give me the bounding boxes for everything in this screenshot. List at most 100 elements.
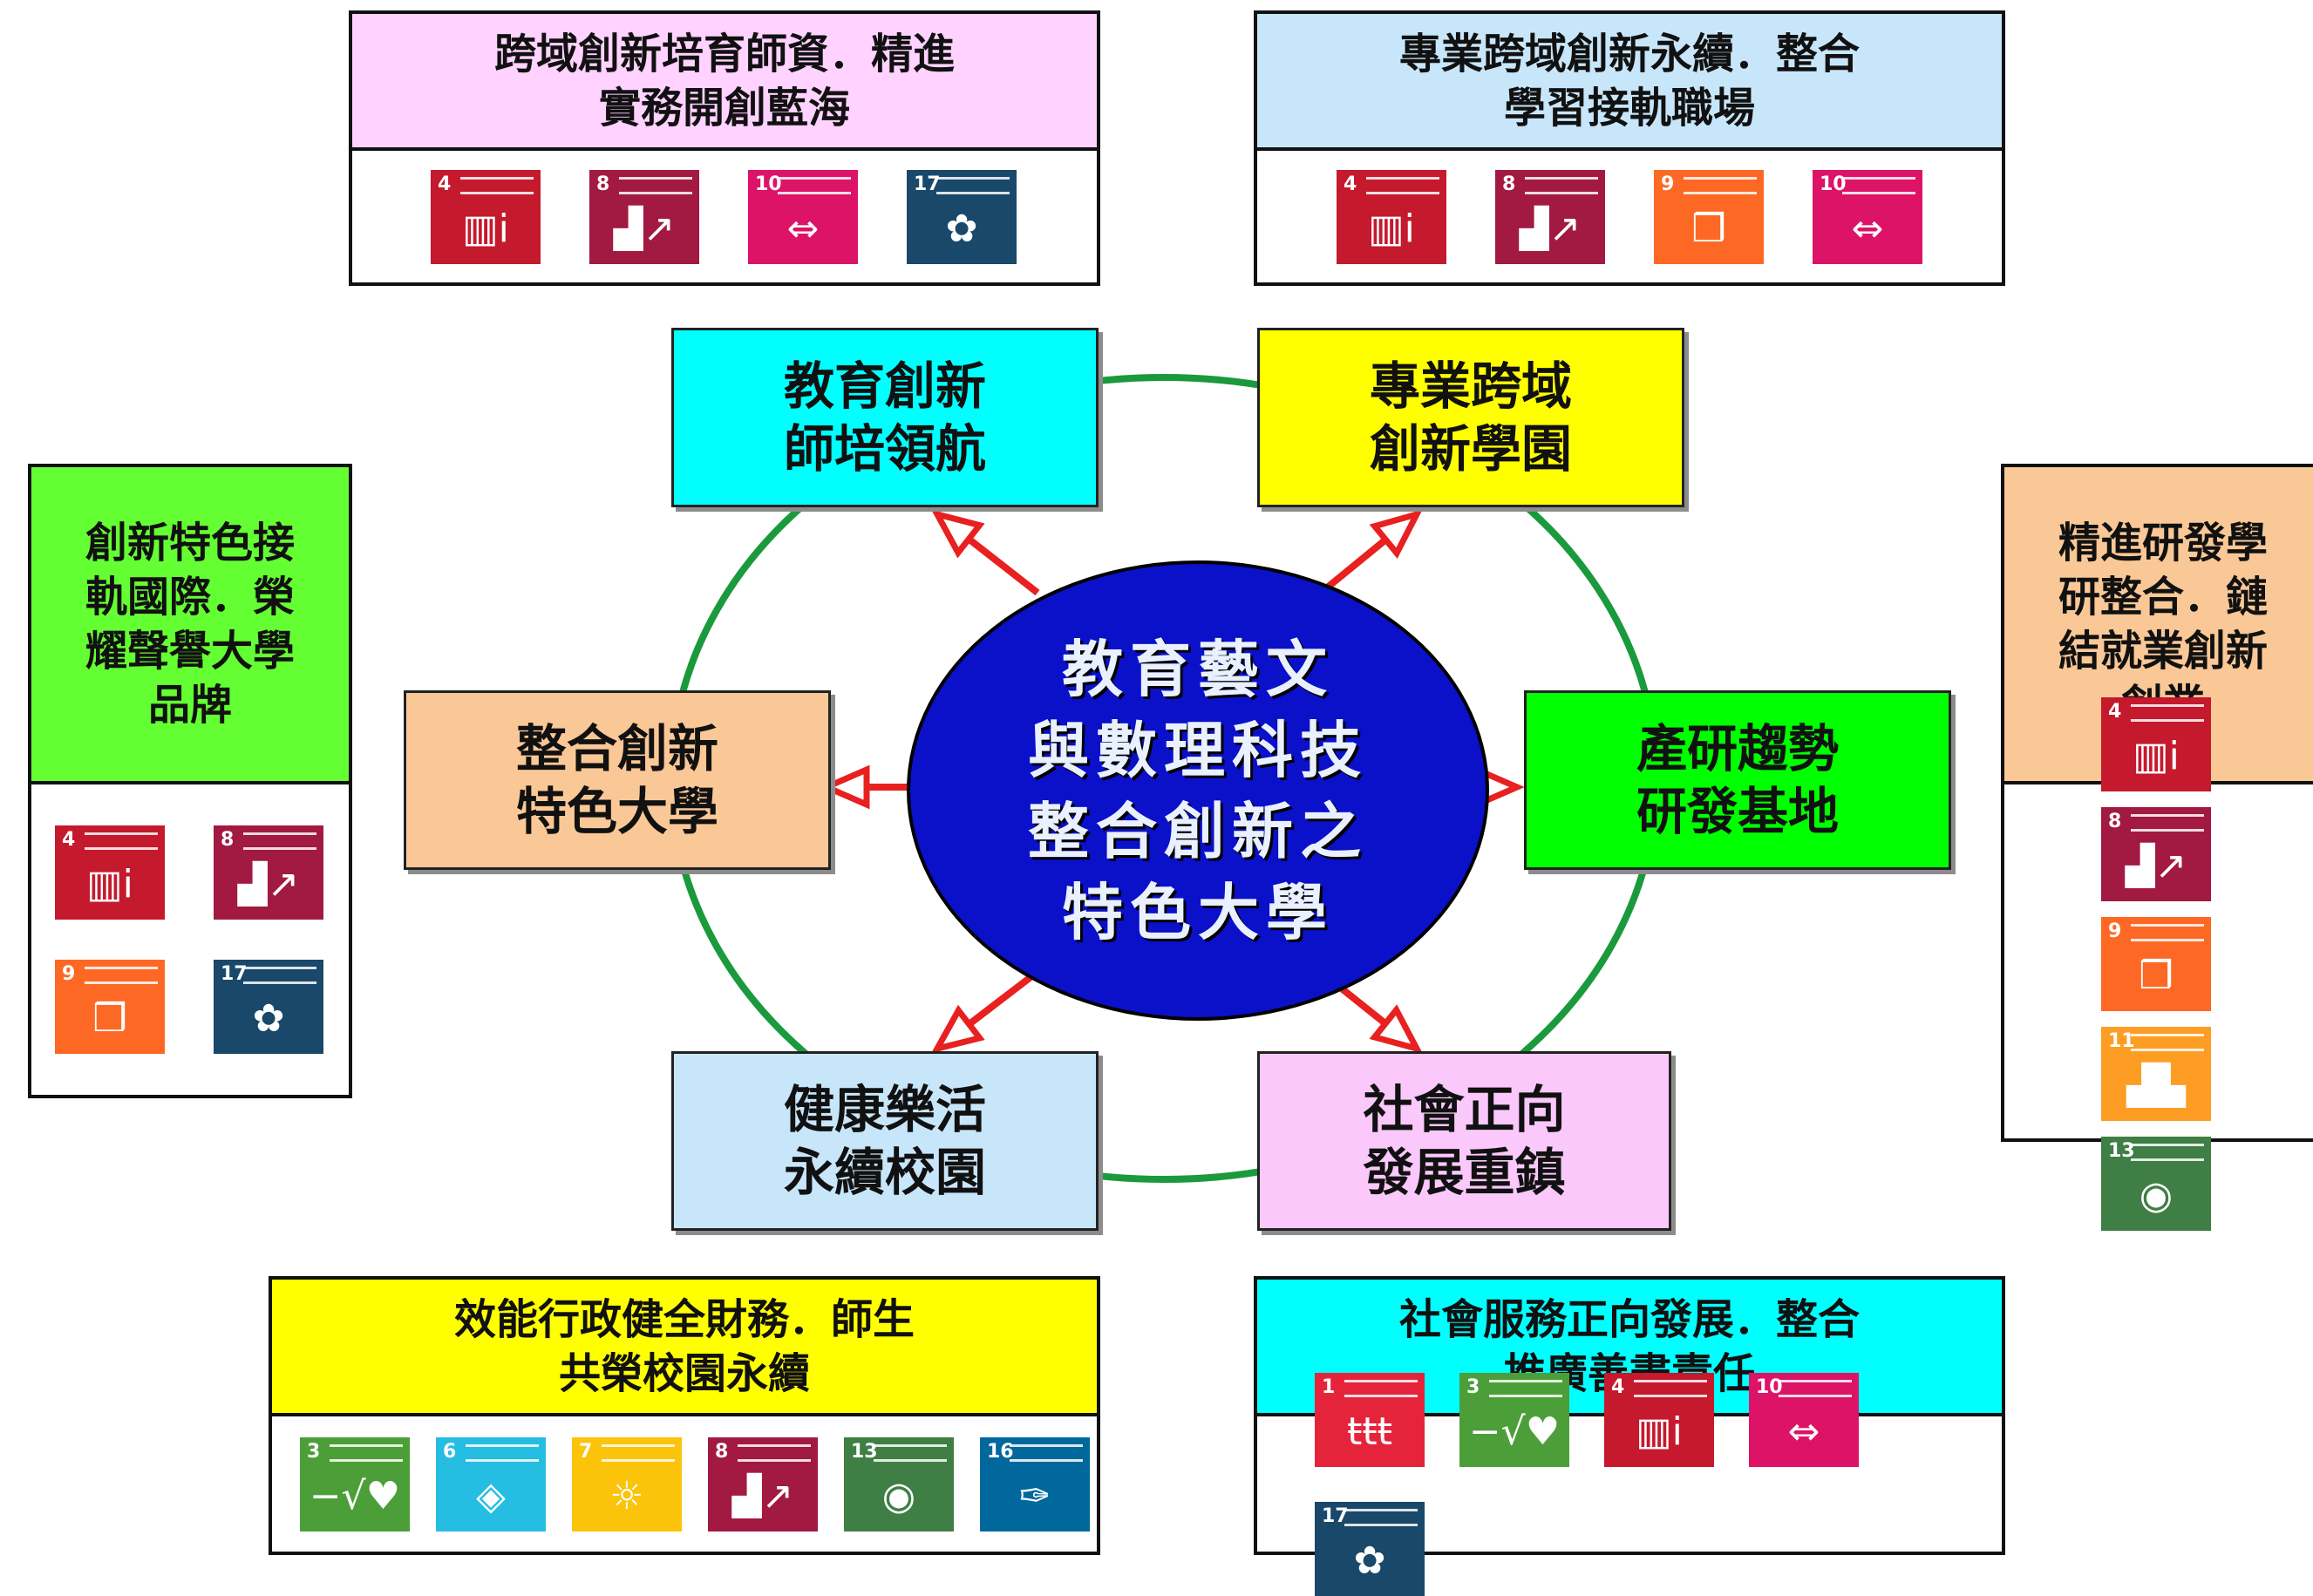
- sdg-goal-label-lines: [330, 1443, 403, 1462]
- equality-icon: ⇔: [1851, 206, 1884, 251]
- sdg-goal-4-tile: 4 ▥i: [1337, 169, 1446, 264]
- sdg-goal-label-lines: [738, 1443, 811, 1462]
- sdg-goal-label-lines: [2131, 1144, 2204, 1161]
- node-line: 健康樂活: [783, 1080, 986, 1139]
- equality-icon: ⇔: [1787, 1409, 1820, 1454]
- arrow-to-professional: [1318, 509, 1423, 596]
- sdg-goal-label-lines: [1684, 176, 1757, 194]
- sdg-goal-10-tile: 10⇔: [748, 169, 858, 264]
- sdg-goal-label-lines: [1525, 176, 1598, 194]
- node-line: 創新學園: [1369, 419, 1572, 479]
- sdg-goal-number: 8: [715, 1440, 729, 1463]
- arrow-to-health: [931, 968, 1040, 1054]
- cubes-icon: ❒: [2139, 954, 2174, 998]
- sdg-goal-label-lines: [619, 176, 692, 194]
- eye-globe-icon: ◉: [2139, 1173, 2174, 1218]
- rings-icon: ✿: [1353, 1538, 1386, 1583]
- heartbeat-icon: −√♥: [1468, 1409, 1561, 1454]
- node-healthy-campus: 健康樂活 永續校園: [671, 1051, 1099, 1231]
- node-social-development: 社會正向 發展重鎮: [1257, 1051, 1671, 1231]
- growth-chart-icon: ▟↗: [2125, 844, 2187, 888]
- sdg-goal-number: 13: [851, 1440, 878, 1463]
- sdg-goal-label-lines: [1344, 1508, 1418, 1526]
- panel-title-line: 學習接軌職場: [1503, 83, 1755, 132]
- book-icon: ▥i: [462, 206, 509, 251]
- panel-title-line: 專業跨域創新永續．整合: [1398, 29, 1860, 78]
- sdg-goal-6-tile: 6◈: [436, 1436, 546, 1531]
- sdg-goal-label-lines: [1366, 176, 1439, 194]
- sdg-goal-13-tile: 13◉: [844, 1436, 954, 1531]
- book-icon: ▥i: [1368, 206, 1415, 251]
- sdg-goal-9-tile: 9❒: [2101, 917, 2211, 1011]
- node-line: 專業跨域: [1369, 357, 1572, 416]
- sdg-goal-4-tile: 4 ▥i: [55, 825, 165, 920]
- core-goal-ellipse: 教育藝文 與數理科技 整合創新之 特色大學: [907, 560, 1489, 1021]
- growth-chart-icon: ▟↗: [613, 206, 676, 251]
- panel-administration-finance: 效能行政健全財務．師生 共榮校園永續 3−√♥6◈7☼8▟↗13◉16✑: [269, 1276, 1100, 1555]
- sdg-goal-number: 6: [443, 1440, 457, 1463]
- sdg-goal-label-lines: [602, 1443, 675, 1462]
- core-goal-line-3: 整合創新之: [1028, 795, 1368, 867]
- sdg-goal-8-tile: 8▟↗: [214, 825, 323, 920]
- sdg-goal-16-tile: 16✑: [980, 1436, 1090, 1531]
- panel-research-employment: 精進研發學 研整合．鏈 結就業創新 創業 4▥i8▟↗9❒11▟▙13◉: [2001, 464, 2313, 1231]
- sdg-goal-number: 11: [2108, 1030, 2135, 1052]
- panel-title-line: 創新特色接: [85, 519, 295, 567]
- sdg-goal-number: 16: [987, 1440, 1014, 1463]
- cubes-icon: ❒: [92, 996, 127, 1041]
- sdg-goal-7-tile: 7☼: [572, 1436, 682, 1531]
- sdg-goal-label-lines: [936, 176, 1010, 194]
- node-industry-research: 產研趨勢 研發基地: [1524, 690, 1951, 870]
- panel-title-line: 耀聲譽大學: [85, 627, 295, 676]
- heartbeat-icon: −√♥: [309, 1473, 401, 1518]
- panel-title: 專業跨域創新永續．整合 學習接軌職場: [1257, 14, 2002, 151]
- sdg-goal-number: 9: [62, 963, 76, 985]
- sdg-goal-label-lines: [243, 832, 316, 850]
- sdg-goal-number: 7: [579, 1440, 593, 1463]
- sdg-goal-3-tile: 3 −√♥: [1459, 1372, 1569, 1467]
- node-line: 師培領航: [783, 419, 986, 479]
- sdg-goal-number: 4: [438, 173, 452, 195]
- node-line: 社會正向: [1363, 1080, 1566, 1139]
- core-goal-line-4: 特色大學: [1062, 876, 1334, 948]
- sdg-goal-number: 9: [2108, 920, 2122, 942]
- node-line: 研發基地: [1636, 782, 1839, 841]
- panel-title-line: 軌國際．榮: [85, 573, 295, 621]
- node-professional-cross-domain: 專業跨域 創新學園: [1257, 328, 1684, 507]
- panel-title-line: 跨域創新培育師資．精進: [493, 29, 955, 78]
- sdg-goal-number: 10: [1820, 173, 1847, 195]
- cubes-icon: ❒: [1691, 206, 1726, 251]
- arrow-to-education: [931, 509, 1040, 596]
- sdg-goal-number: 4: [62, 829, 76, 851]
- sdg-goal-number: 8: [2108, 811, 2122, 832]
- sdg-goal-4-tile: 4 ▥i: [431, 169, 541, 264]
- node-line: 永續校園: [783, 1143, 986, 1202]
- sdg-goal-number: 3: [1466, 1375, 1480, 1398]
- sdg-goal-number: 9: [1661, 173, 1675, 195]
- panel-title-line: 實務開創藍海: [598, 83, 850, 132]
- sdg-goal-label-lines: [1344, 1379, 1418, 1397]
- sdg-goal-number: 4: [1344, 173, 1357, 195]
- growth-chart-icon: ▟↗: [1519, 206, 1582, 251]
- sdg-goal-label-lines: [2131, 924, 2204, 941]
- sdg-goal-number: 10: [1756, 1375, 1783, 1398]
- book-icon: ▥i: [1636, 1409, 1683, 1454]
- sdg-goal-8-tile: 8▟↗: [1495, 169, 1605, 264]
- sdg-goal-label-lines: [1489, 1379, 1562, 1397]
- sdg-goal-number: 17: [914, 173, 941, 195]
- panel-title-line: 品牌: [147, 681, 232, 730]
- sdg-icon-row: 4 ▥i 8▟↗ 9 ❒ 10⇔: [1257, 151, 2002, 282]
- sdg-goal-13-tile: 13◉: [2101, 1137, 2211, 1231]
- sdg-goal-4-tile: 4▥i: [1604, 1372, 1714, 1467]
- water-drop-icon: ◈: [476, 1473, 506, 1518]
- sdg-goal-17-tile: 17✿: [214, 960, 323, 1054]
- node-line: 產研趨勢: [1636, 719, 1839, 778]
- node-line: 整合創新: [515, 719, 718, 778]
- equality-icon: ⇔: [786, 206, 820, 251]
- book-icon: ▥i: [86, 862, 133, 907]
- book-icon: ▥i: [2133, 734, 2180, 778]
- sdg-goal-4-tile: 4▥i: [2101, 697, 2211, 791]
